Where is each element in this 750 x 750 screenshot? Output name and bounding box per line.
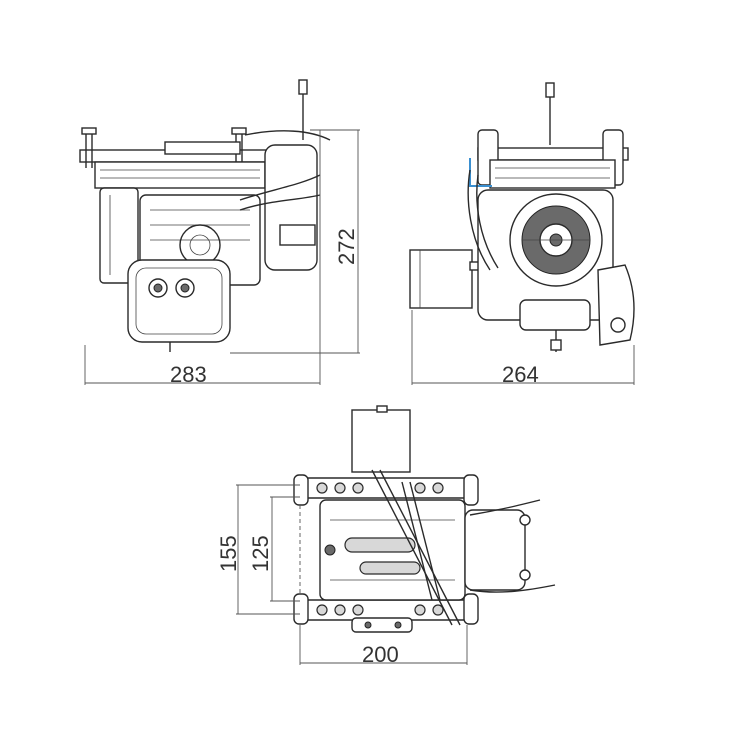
dim-top-inner-height: 125 [248,535,273,572]
side-fuel-block [99,187,139,284]
front-accent-bracket [469,158,492,187]
side-exhaust-duct [264,144,318,271]
dim-side-height: 272 [334,228,359,265]
front-view: 264 [409,82,635,387]
top-rail-details [316,482,444,616]
top-right-housing [464,509,526,591]
dim-side-width: 283 [170,362,207,387]
dim-front-width: 264 [502,362,539,387]
front-muffler [597,264,635,346]
front-motor [409,249,473,309]
dim-top-outer-height: 155 [216,535,241,572]
dim-top-width: 200 [362,642,399,667]
side-muffler [127,259,231,343]
side-view: 283 272 [79,79,360,387]
top-view: 200 155 125 [216,405,556,667]
top-motor [351,409,411,473]
